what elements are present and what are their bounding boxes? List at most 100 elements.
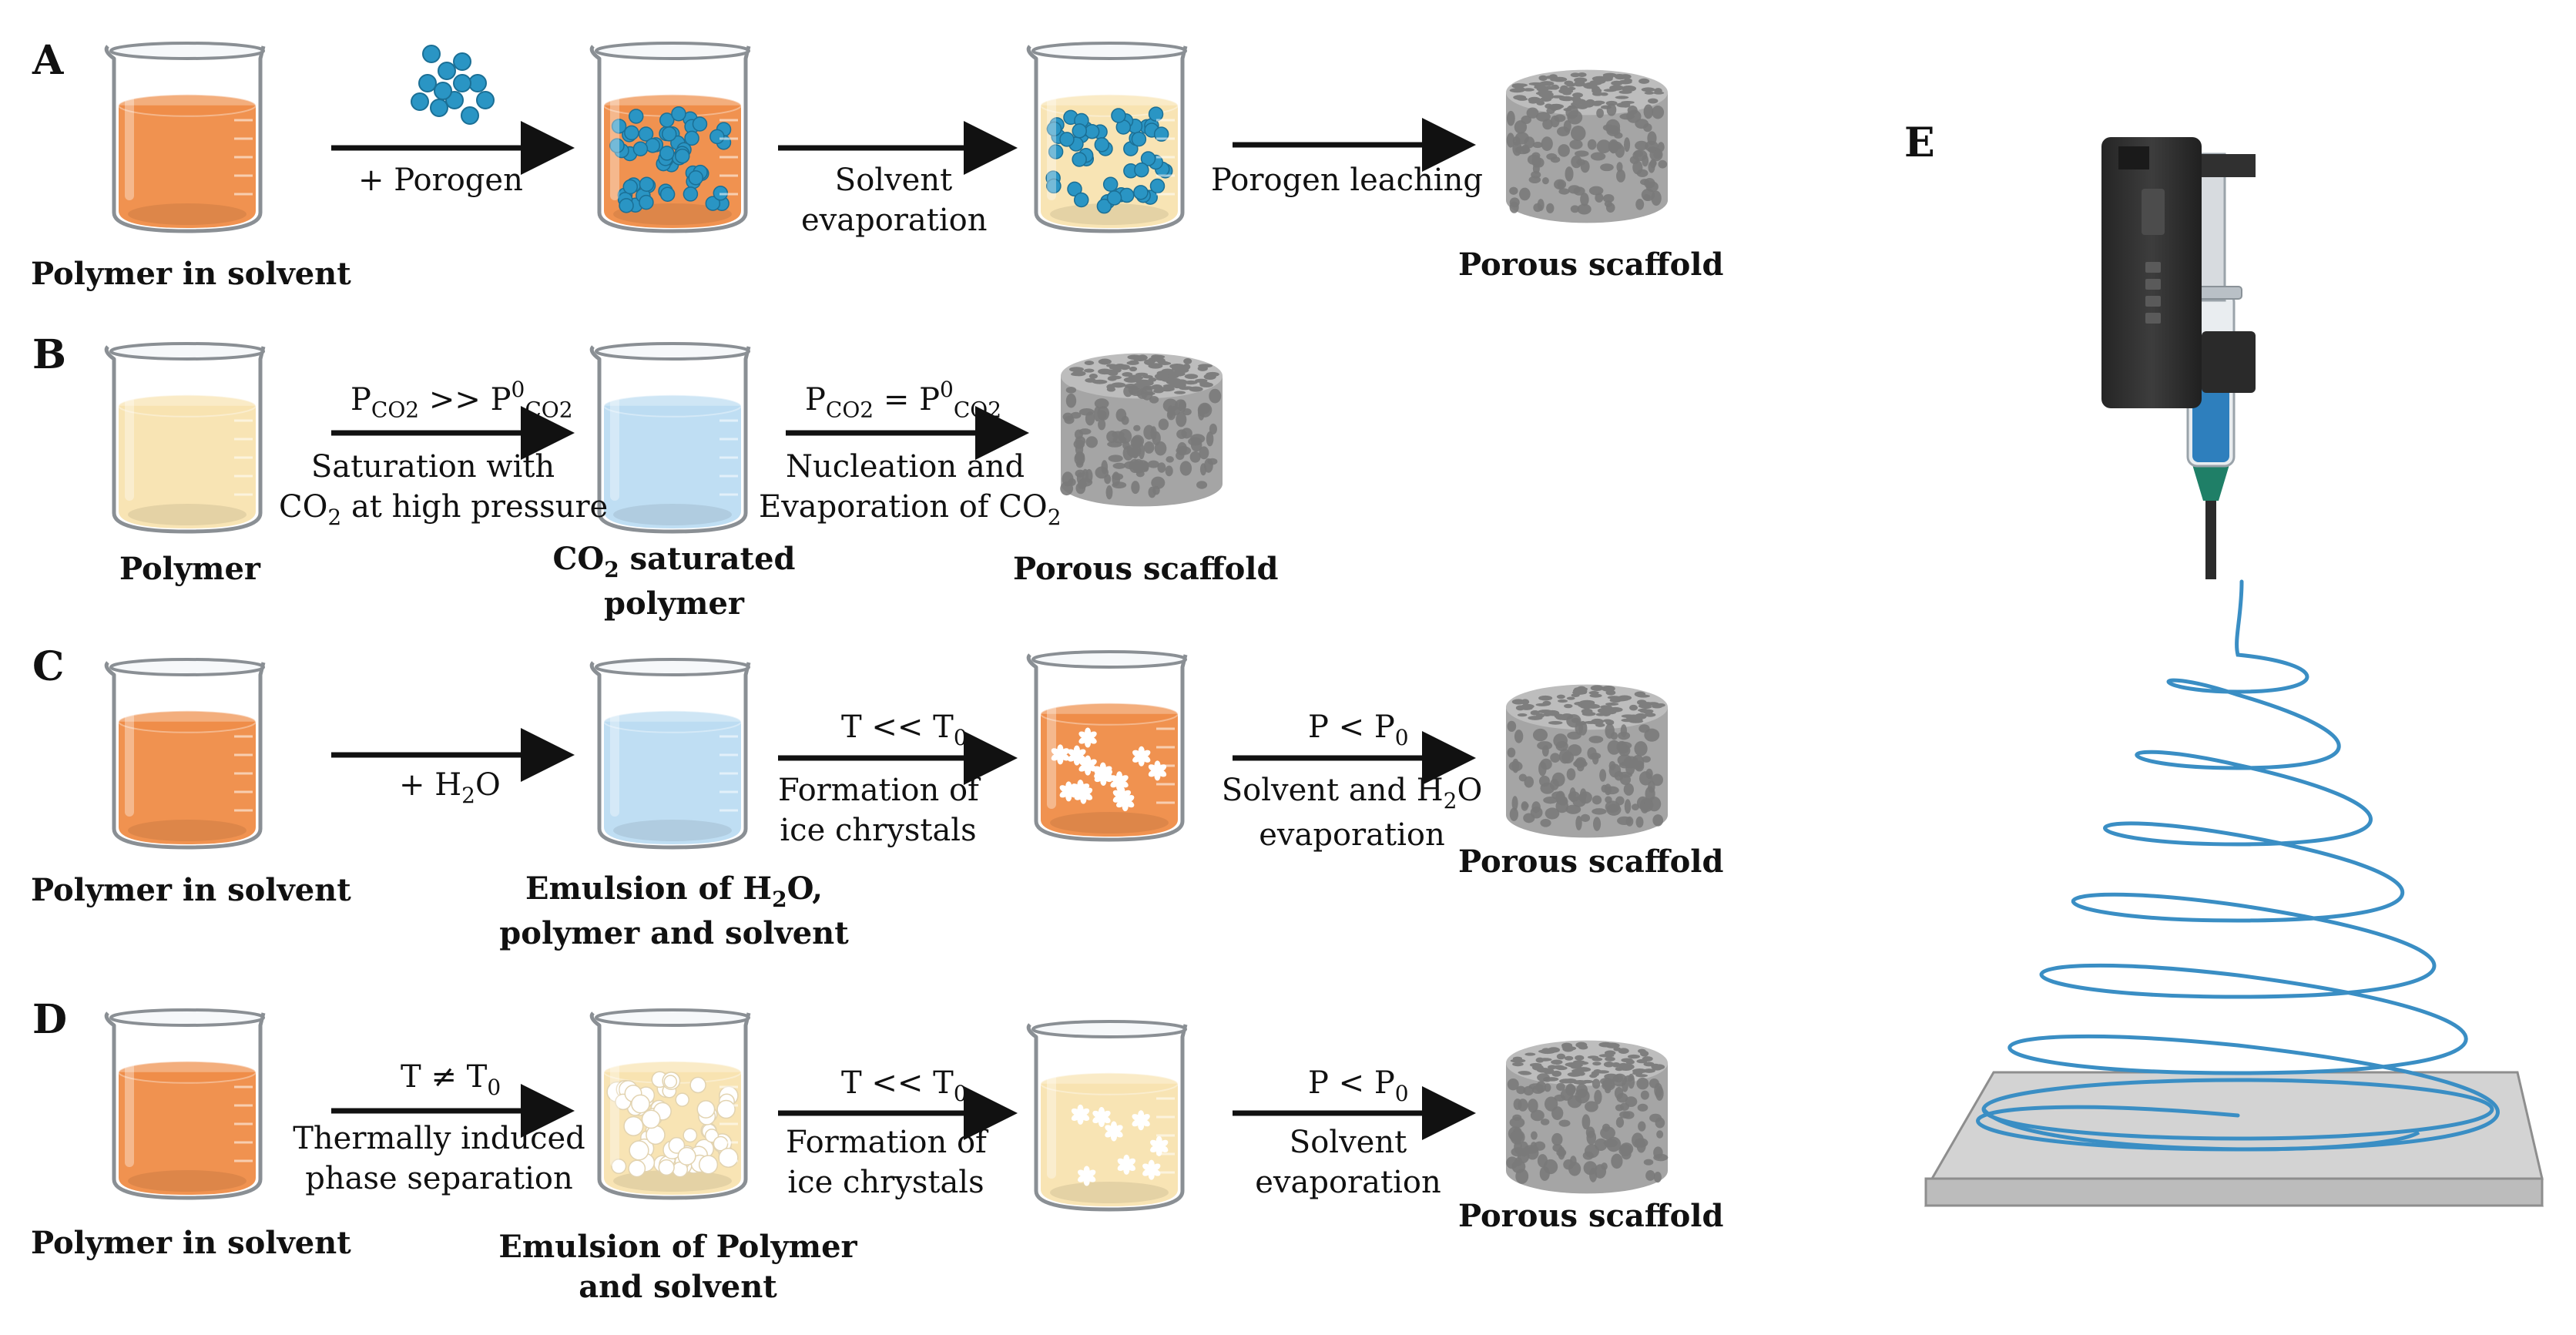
a-scaffold-pore bbox=[1616, 162, 1623, 173]
a-scaffold-pore bbox=[1569, 139, 1583, 149]
b-scaffold-pore bbox=[1143, 441, 1155, 454]
emulsion-droplet bbox=[641, 1109, 661, 1129]
d-scaffold-pore bbox=[1615, 1067, 1624, 1072]
a-scaffold-pore bbox=[1648, 98, 1659, 104]
d-arrow2-formula: T << T0 bbox=[841, 1065, 968, 1106]
d-scaffold bbox=[1506, 1040, 1669, 1194]
a-beaker-polymer-solvent-rim bbox=[109, 42, 265, 60]
d-scaffold-pore bbox=[1568, 1162, 1581, 1176]
porogen-particle bbox=[1046, 178, 1062, 194]
c-scaffold-pore bbox=[1575, 816, 1582, 830]
d-scaffold-pore bbox=[1594, 1138, 1608, 1152]
b-beaker-polymer-rim bbox=[109, 342, 265, 361]
porogen-particle bbox=[659, 146, 675, 161]
c-scaffold-pore bbox=[1615, 796, 1625, 806]
d-scaffold-pore bbox=[1564, 1055, 1574, 1061]
a-scaffold-pore bbox=[1641, 87, 1655, 92]
d-beaker-ice-crystals bbox=[1026, 1020, 1188, 1212]
ice-crystal bbox=[1112, 786, 1132, 807]
b-scaffold-pore bbox=[1176, 446, 1192, 455]
b-scaffold-pore bbox=[1129, 366, 1138, 372]
c-scaffold-pore bbox=[1557, 699, 1568, 703]
d-beaker-ice-crystals-liquid-surface bbox=[1040, 1072, 1179, 1095]
b-beaker-polymer-bottom-shade bbox=[128, 504, 247, 525]
a-scaffold-pore bbox=[1652, 106, 1665, 119]
a-scaffold-pore bbox=[1551, 76, 1568, 82]
c-scaffold-pore bbox=[1571, 693, 1580, 697]
b-scaffold-pore bbox=[1078, 428, 1092, 435]
d-scaffold-pore bbox=[1523, 1085, 1535, 1096]
porogen-particle bbox=[659, 112, 675, 128]
b-scaffold-pore bbox=[1188, 437, 1202, 446]
printer-button bbox=[2145, 279, 2161, 290]
b-scaffold-pore bbox=[1147, 460, 1159, 468]
c-arrow3-formula: P < P0 bbox=[1308, 709, 1409, 750]
b-scaffold-pore bbox=[1158, 373, 1169, 378]
d-scaffold-pore bbox=[1537, 1154, 1548, 1168]
b-scaffold-pore bbox=[1068, 367, 1085, 372]
printer-arm-top bbox=[2202, 154, 2256, 177]
a-scaffold-pore bbox=[1554, 114, 1566, 122]
b-scaffold-pore bbox=[1149, 396, 1159, 404]
a-scaffold-pore bbox=[1654, 88, 1662, 94]
printer-button bbox=[2145, 262, 2161, 273]
porogen-particle bbox=[688, 170, 703, 186]
d-result-label: Porous scaffold bbox=[1458, 1198, 1724, 1234]
d-scaffold-pore bbox=[1592, 1062, 1602, 1066]
porogen-particle bbox=[709, 129, 725, 145]
b-scaffold-pore bbox=[1088, 374, 1098, 379]
a-scaffold-pore bbox=[1616, 169, 1626, 183]
porogen-particle bbox=[1111, 108, 1126, 123]
a-scaffold-pore bbox=[1618, 79, 1632, 85]
c-scaffold-pore bbox=[1593, 817, 1602, 831]
a-scaffold-pore bbox=[1551, 84, 1559, 90]
c-beaker-polymer-solvent-bottom-shade bbox=[128, 820, 247, 841]
a-scaffold-pore bbox=[1600, 163, 1614, 172]
a-scaffold-pore bbox=[1609, 85, 1625, 91]
d-scaffold-pore bbox=[1572, 1060, 1585, 1065]
b-scaffold-pore bbox=[1161, 368, 1174, 374]
porogen-particle bbox=[1140, 151, 1156, 166]
d-scaffold-pore bbox=[1567, 1095, 1582, 1109]
a-scaffold-pore bbox=[1605, 100, 1618, 106]
porogen-particle bbox=[684, 130, 699, 146]
b-scaffold-pore bbox=[1127, 354, 1142, 360]
d-scaffold-pore bbox=[1594, 1089, 1602, 1105]
d-scaffold-pore bbox=[1510, 1130, 1524, 1142]
c-scaffold-pore bbox=[1538, 775, 1550, 787]
c-beaker-ice-crystals-rim bbox=[1031, 650, 1187, 669]
d-scaffold-pore bbox=[1572, 1071, 1585, 1076]
emulsion-droplet bbox=[611, 1159, 627, 1175]
build-plate-edge bbox=[1924, 1177, 2544, 1207]
c-scaffold-pore bbox=[1592, 753, 1599, 765]
a-beaker-evaporated-glass bbox=[1026, 45, 1188, 233]
d-beaker-polymer-solvent-liquid-surface bbox=[118, 1060, 257, 1084]
d-scaffold-pore bbox=[1627, 1054, 1640, 1059]
d-scaffold-pore bbox=[1624, 1075, 1634, 1082]
c-beaker-ice-crystals-bottom-shade bbox=[1050, 812, 1169, 834]
d-scaffold-pore bbox=[1535, 1081, 1547, 1093]
d-beaker-ice-crystals-glass bbox=[1026, 1023, 1188, 1212]
c-beaker-emulsion-liquid-surface bbox=[603, 709, 742, 733]
d-scaffold-pore bbox=[1606, 1136, 1622, 1152]
a-scaffold-pore bbox=[1643, 104, 1654, 119]
c-beaker-emulsion-glare bbox=[610, 686, 619, 817]
porogen-particle bbox=[430, 99, 448, 117]
d-beaker-emulsion-bottom-shade bbox=[613, 1170, 732, 1192]
a-scaffold-pore bbox=[1627, 105, 1638, 116]
b-scaffold-pore bbox=[1182, 408, 1192, 416]
d-scaffold-pore bbox=[1583, 1161, 1598, 1176]
d-scaffold-pore bbox=[1625, 1059, 1635, 1065]
scaffolds-layer bbox=[1060, 69, 1669, 1194]
emulsion-droplet bbox=[677, 1146, 696, 1166]
a-scaffold-pore bbox=[1546, 153, 1558, 160]
c-beaker-ice-crystals-liquid-surface bbox=[1040, 702, 1179, 726]
a-scaffold-pore bbox=[1528, 96, 1541, 103]
c-beaker-ice-crystals-glare bbox=[1047, 678, 1056, 809]
porogen-particle bbox=[661, 126, 677, 142]
a-scaffold-pore bbox=[1522, 88, 1535, 92]
porogen-particle bbox=[1134, 162, 1149, 178]
a-arrow1-label: + Porogen bbox=[358, 163, 523, 198]
c-scaffold-pore bbox=[1647, 796, 1662, 812]
